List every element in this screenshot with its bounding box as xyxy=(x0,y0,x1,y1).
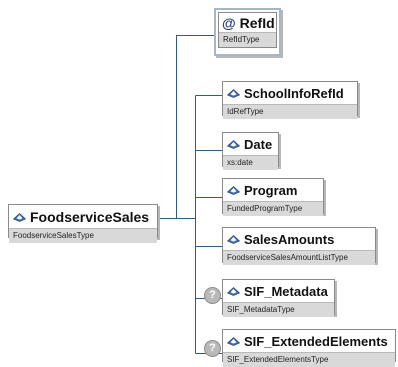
child-element-type: IdRefType xyxy=(223,104,357,119)
child-element-name: SIF_Metadata xyxy=(244,284,328,299)
element-diamond-icon xyxy=(227,89,240,98)
child-element-node[interactable]: Program FundedProgramType xyxy=(222,178,324,216)
element-diamond-icon xyxy=(227,235,240,244)
element-diamond-icon xyxy=(227,140,240,149)
child-element-node[interactable]: SIF_ExtendedElements SIF_ExtendedElement… xyxy=(222,329,396,367)
attribute-node-inner: @ RefId RefIdType xyxy=(218,12,277,48)
element-diamond-icon xyxy=(13,212,26,222)
root-element-name: FoodserviceSales xyxy=(30,209,150,225)
child-element-node[interactable]: SIF_Metadata SIF_MetadataType xyxy=(222,279,335,317)
child-element-type: xs:date xyxy=(223,155,278,170)
attribute-node-refid[interactable]: @ RefId RefIdType xyxy=(214,8,281,56)
child-element-type: FundedProgramType xyxy=(223,201,323,216)
root-element-type: FoodserviceSalesType xyxy=(9,228,157,243)
attribute-type: RefIdType xyxy=(219,32,276,47)
child-element-name: SchoolInfoRefId xyxy=(244,86,344,101)
child-element-name: Date xyxy=(244,137,273,152)
child-element-type: SIF_MetadataType xyxy=(223,302,334,317)
root-element-node[interactable]: FoodserviceSales FoodserviceSalesType xyxy=(8,204,158,243)
child-element-node[interactable]: SalesAmounts FoodserviceSalesAmountListT… xyxy=(222,227,376,265)
child-element-name: SalesAmounts xyxy=(244,232,335,247)
element-diamond-icon xyxy=(227,337,240,346)
element-diamond-icon xyxy=(227,186,240,195)
attribute-at-icon: @ xyxy=(222,15,236,31)
attribute-name: RefId xyxy=(239,15,275,31)
child-element-node[interactable]: SchoolInfoRefId IdRefType xyxy=(222,81,358,119)
child-element-type: SIF_ExtendedElementsType xyxy=(223,352,395,367)
question-mark-icon: ? xyxy=(204,287,221,304)
child-element-name: Program xyxy=(244,183,298,198)
question-mark-icon: ? xyxy=(204,340,221,357)
child-element-node[interactable]: Date xs:date xyxy=(222,132,279,170)
element-diamond-icon xyxy=(227,287,240,296)
child-element-type: FoodserviceSalesAmountListType xyxy=(223,250,375,265)
child-element-name: SIF_ExtendedElements xyxy=(244,334,388,349)
